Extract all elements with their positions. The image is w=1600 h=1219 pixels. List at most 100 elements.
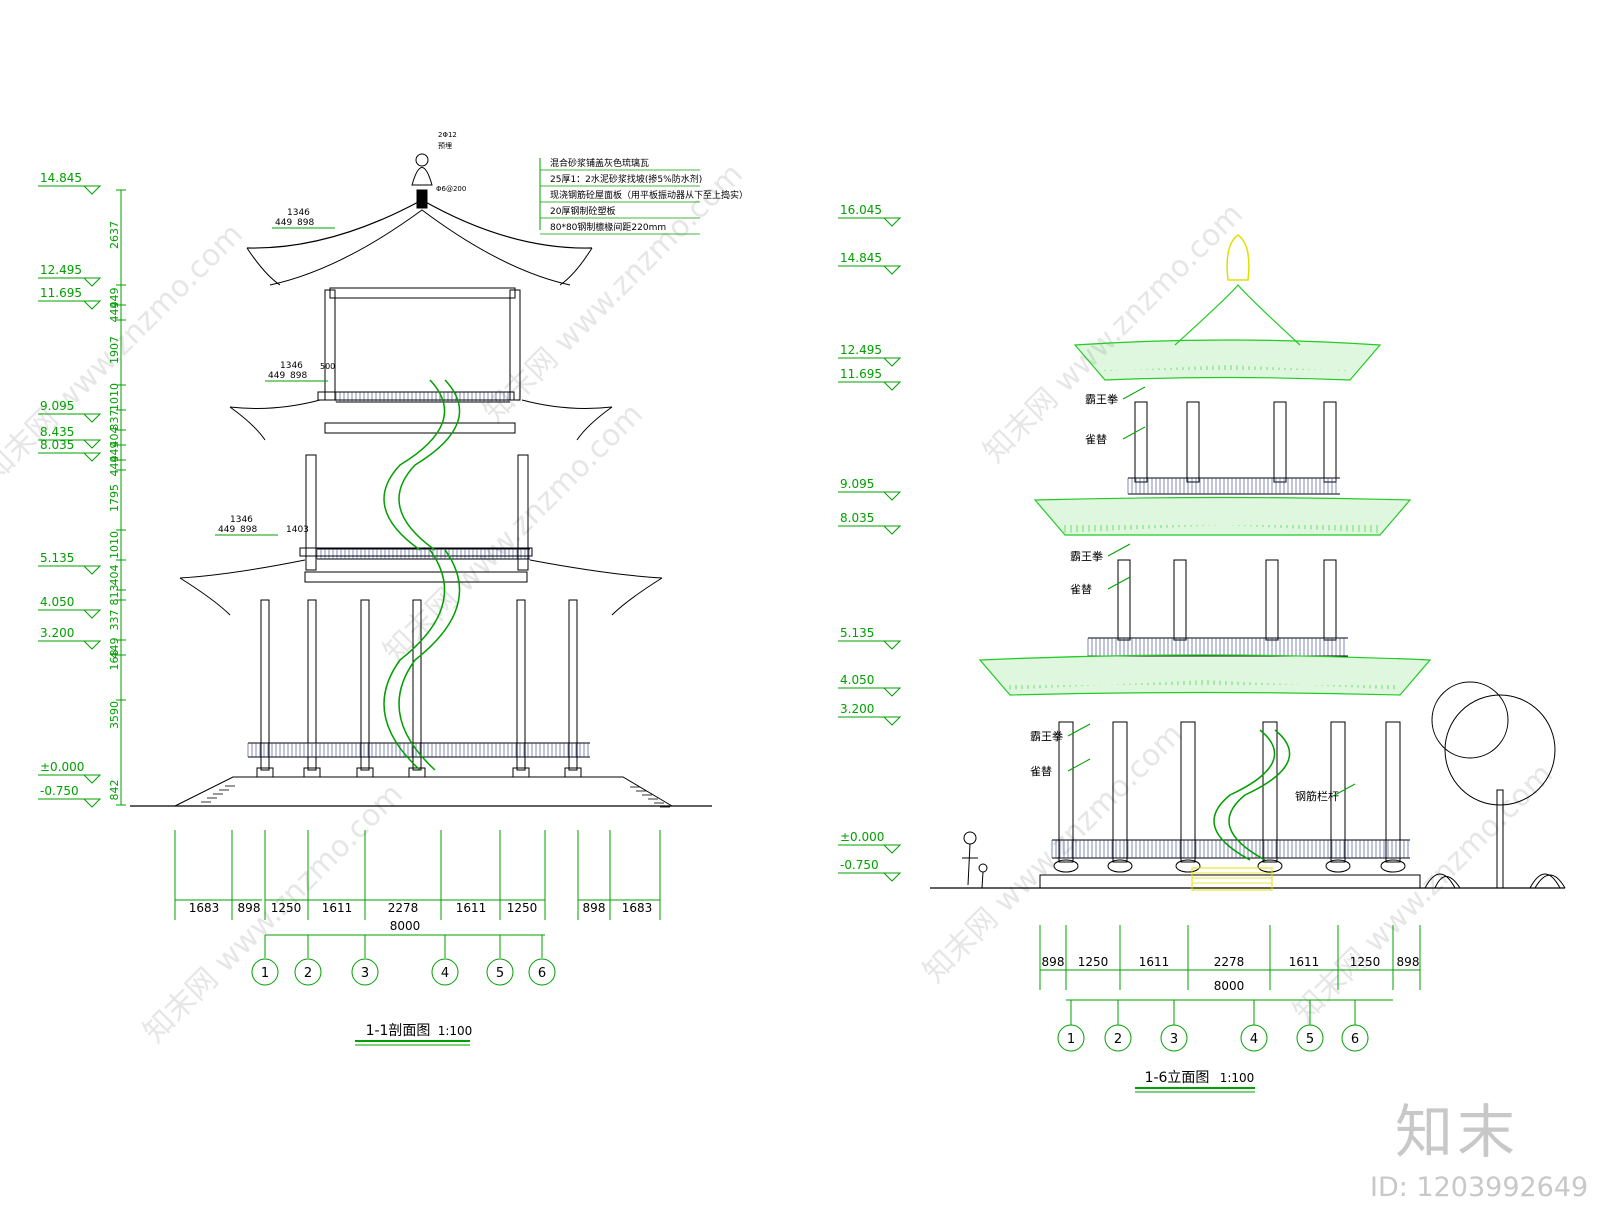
vertical-dim: 449 [108,456,121,477]
roof-note: 混合砂浆铺盖灰色琉璃瓦 [550,157,649,169]
bottom-dim: 898 [583,901,606,915]
eave-dim: 1346 [287,208,310,218]
section-scale: 1:100 [438,1024,473,1038]
total-dim: 8000 [1214,979,1245,993]
axis-bubble [1160,1024,1188,1052]
column-base [1107,859,1133,873]
section-elevation-10: -0.750 [40,784,79,798]
axis-bubble [1057,1024,1085,1052]
component-label: 雀替 [1030,764,1052,778]
watermark-text: 知末网 www.znzmo.com [377,397,650,670]
elevation-triangle [82,277,102,287]
component-label: 霸王拳 [1030,729,1063,743]
tree-trunk [1496,789,1504,889]
bottom-dim: 1250 [1350,955,1381,969]
top-column [1273,401,1287,483]
axis-bubble [486,958,514,986]
component-label: 霸王拳 [1070,549,1103,563]
section-drawing [130,153,712,808]
elevation-triangle [82,565,102,575]
vertical-dim: 168 [108,650,121,671]
elevation-level-0: 16.045 [840,203,882,217]
bottom-dim: 2278 [388,901,419,915]
eave-dim: 449 [218,525,235,535]
bottom-dim: 1683 [622,901,653,915]
elevation-level-10: -0.750 [840,858,879,872]
bottom-dim: 2278 [1214,955,1245,969]
axis-bubble [431,958,459,986]
vertical-dim: 337 [108,610,121,631]
section-elevation-6: 5.135 [40,551,74,565]
roof-note: 现浇钢筋砼屋面板（用平板振动器从下至上捣实） [550,189,748,201]
eave-dim: 449 [268,371,285,381]
label-leader [1332,783,1356,797]
axis-label: 3 [361,966,369,981]
elevation-level-4: 9.095 [840,477,874,491]
platform [174,776,673,807]
elevation-triangle [82,609,102,619]
axis-bubble [528,958,556,986]
axis-label: 6 [1351,1032,1359,1047]
bottom-dim: 1250 [507,901,538,915]
column-base [356,767,374,778]
column-base [1053,859,1079,873]
elevation-title: 1-6立面图 [1145,1070,1210,1086]
spiral-rail [1228,729,1291,861]
axis-bubble [1104,1024,1132,1052]
axis-label: 4 [441,966,449,981]
section-elevation-8: 3.200 [40,626,74,640]
bottom-dim: 1611 [1139,955,1170,969]
roof-eave [246,247,281,286]
section-elevation-1: 12.495 [40,263,82,277]
roof-layer [269,209,571,286]
beam [329,287,516,299]
elevation-level-7: 4.050 [840,673,874,687]
vertical-dim: 2637 [108,221,121,249]
elevation-level-2: 12.495 [840,343,882,357]
elevation-level-8: 3.200 [840,702,874,716]
shrub [1529,873,1566,889]
roof-eave [179,577,231,616]
axis-label: 2 [304,966,312,981]
roof-note: 20厚钢制砼塑板 [550,205,615,217]
elevation-triangle [882,844,902,854]
upper-column [305,454,317,571]
top-column [1134,401,1148,483]
section-title: 1-1剖面图 [366,1023,431,1039]
eave-dim: 898 [290,371,307,381]
mid-column [1265,559,1279,641]
entry-steps [1191,867,1273,891]
elevation-triangle [882,716,902,726]
elevation-triangle [882,491,902,501]
watermark-text: 知末网 www.znzmo.com [917,717,1190,990]
column-4 [516,599,526,771]
spiral-rail [398,549,461,771]
roof-eave [229,406,266,441]
tree-canopy [1444,694,1556,806]
roof-note: 80*80钢制檩椽间距220mm [550,221,666,233]
elevation-triangle [882,357,902,367]
tree-canopy [1431,681,1509,759]
middle-roof [1033,496,1412,536]
label-leader [1122,386,1146,400]
vertical-dim: 337 [108,410,121,431]
finial-orb [415,153,429,167]
watermark-text: 知末网 www.znzmo.com [0,217,250,490]
elevation-triangle [882,872,902,882]
label-leader [1067,758,1091,772]
roof-eave [559,247,593,286]
vertical-dim: 449 [108,302,121,323]
mid-column [1323,559,1337,641]
spiral-rail [398,379,461,551]
watermark-text: 知末网 www.znzmo.com [977,197,1250,470]
column-5 [1385,721,1401,863]
eave-dim: 500 [320,362,335,371]
finial-base [416,189,428,209]
column-2 [360,599,370,771]
bottom-dim: 1611 [1289,955,1320,969]
annotation-layer: 14.84512.49511.6959.0958.4358.0355.1354.… [38,131,1421,1093]
beam [304,571,528,583]
roof-eave [229,399,321,409]
vertical-dim: 1010 [108,531,121,559]
elevation-level-6: 5.135 [840,626,874,640]
